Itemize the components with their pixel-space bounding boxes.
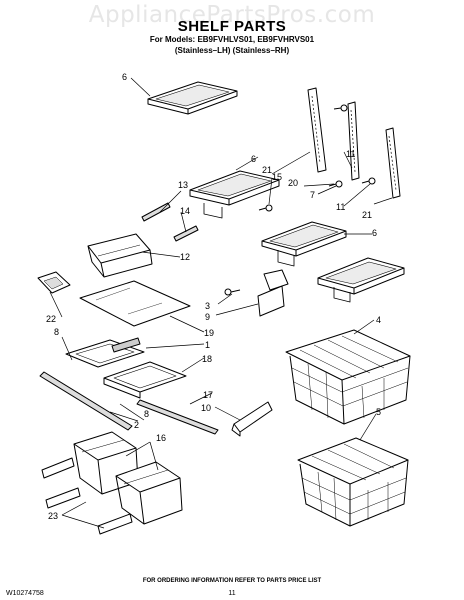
trim-part-13 [141,202,171,222]
page-number: 11 [228,590,236,597]
label-22: 22 [46,314,56,324]
label-5: 5 [376,407,381,417]
end-cap-part-22 [37,271,71,294]
shelf-part-6-middle [189,170,280,219]
label-18: 18 [202,354,212,364]
label-13: 13 [178,180,188,190]
bracket-part-9 [224,269,289,317]
label-16: 16 [156,433,166,443]
label-23: 23 [48,511,58,521]
label-8: 8 [54,327,59,337]
label-11: 11 [336,202,345,212]
trim-part-14 [173,225,199,242]
label-10: 10 [201,403,211,413]
wire-basket-part-5 [297,437,409,527]
label-20: 20 [288,178,298,188]
rail-part-21 [307,87,401,199]
label-9: 9 [205,312,210,322]
watermark: AppliancePartsPros.com [88,2,376,28]
screw-parts [258,104,376,212]
ordering-note: FOR ORDERING INFORMATION REFER TO PARTS … [142,578,322,584]
page-title: SHELF PARTS [177,18,287,35]
label-6: 6 [122,72,127,82]
trim-rail-part-2 [39,371,133,431]
label-11: 11 [346,149,355,159]
wire-basket-part-4 [285,329,411,425]
label-7: 7 [310,190,315,200]
part-labels: 6 6 6 13 14 12 21 15 11 20 7 11 21 22 8 … [46,72,381,521]
label-19: 19 [204,328,214,338]
label-6: 6 [372,228,377,238]
label-1: 1 [205,340,210,350]
shelf-part-6-right-upper [261,221,347,267]
leader-lines [49,77,393,529]
model-list: For Models: EB9FVHLVS01, EB9FVHRVS01 [149,35,315,44]
label-15: 15 [272,172,282,182]
shelf-part-6-top [147,81,238,115]
drawer-part-12 [87,233,153,278]
crisper-frame-part-1 [65,337,145,368]
bracket-part-10 [231,401,273,437]
label-8: 8 [144,409,149,419]
label-4: 4 [376,315,381,325]
trim-rail-part-17 [136,399,219,435]
drawer-front-part-23 [41,457,133,535]
label-12: 12 [180,252,190,262]
model-variants: (Stainless–LH) (Stainless–RH) [174,46,290,55]
document-code: W10274758 [6,590,44,597]
label-17: 17 [203,390,213,400]
label-6: 6 [251,154,256,164]
label-2: 2 [134,420,139,430]
crisper-drawer-part-16-left [73,431,139,495]
glass-shelf-part-19 [79,280,191,327]
crisper-frame-part-18 [103,361,187,399]
label-21: 21 [262,165,272,175]
label-14: 14 [180,206,190,216]
crisper-drawer-part-16-right [115,461,183,525]
label-3: 3 [205,301,210,311]
shelf-part-6-right-lower [317,257,405,303]
label-21: 21 [362,210,372,220]
